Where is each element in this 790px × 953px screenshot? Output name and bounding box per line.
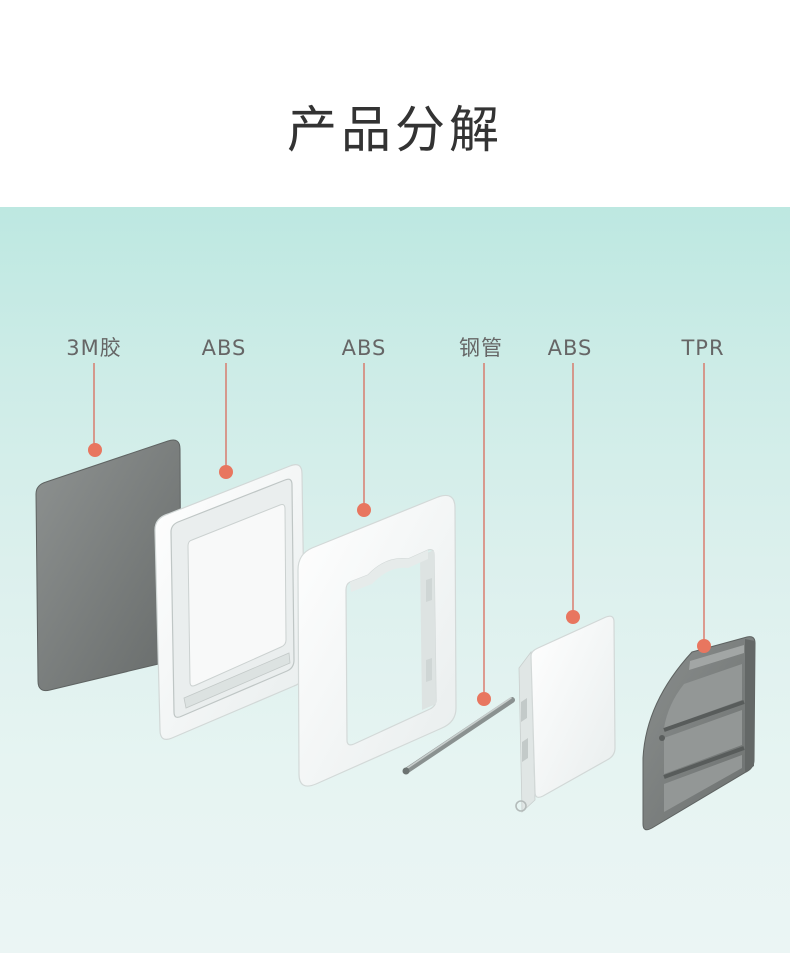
abs-base-plate	[154, 464, 306, 740]
page-title: 产品分解	[287, 101, 503, 159]
callout-label-3m-adhesive: 3M胶	[66, 336, 122, 360]
callout-leaders	[88, 363, 711, 706]
callout-label-abs-frame: ABS	[341, 336, 387, 360]
abs-frame	[297, 494, 457, 787]
callout-dot-abs-2	[357, 503, 371, 517]
callout-label-abs-base: ABS	[201, 336, 247, 360]
callout-dot-3m	[88, 443, 102, 457]
callout-dot-abs-3	[566, 610, 580, 624]
callout-label-steel-rod: 钢管	[459, 336, 503, 360]
tpr-stand	[642, 636, 756, 831]
callout-dot-abs-1	[219, 465, 233, 479]
callout-dot-steel	[477, 692, 491, 706]
steel-rod	[402, 697, 515, 775]
header: 产品分解	[0, 0, 790, 207]
callout-dot-tpr	[697, 639, 711, 653]
callout-label-abs-clip: ABS	[547, 336, 593, 360]
callout-label-tpr: TPR	[681, 336, 725, 360]
abs-clip	[515, 615, 616, 813]
